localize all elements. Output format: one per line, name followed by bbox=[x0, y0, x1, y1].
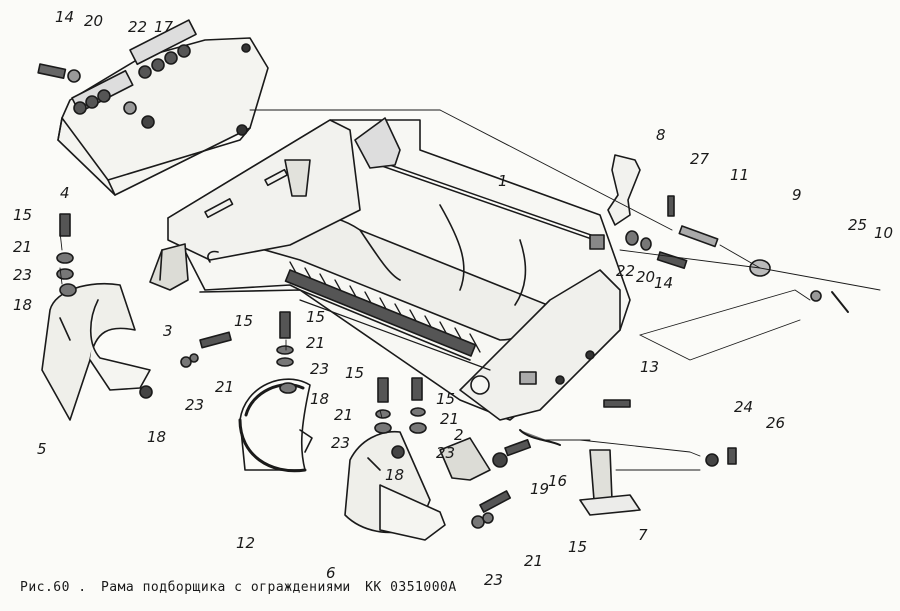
label-21-f: 21 bbox=[524, 552, 543, 570]
label-21-a: 21 bbox=[13, 238, 32, 256]
bracket-2 bbox=[439, 437, 491, 481]
label-21-b: 21 bbox=[215, 378, 234, 396]
label-20-a: 20 bbox=[84, 12, 103, 30]
label-20-b: 20 bbox=[636, 268, 655, 286]
label-3: 3 bbox=[163, 322, 173, 340]
label-21-e: 21 bbox=[440, 410, 459, 428]
cotter-10 bbox=[810, 290, 849, 313]
frame-hook bbox=[207, 250, 219, 263]
label-27: 27 bbox=[690, 150, 710, 168]
cover-guard-4 bbox=[57, 19, 269, 196]
label-14-a: 14 bbox=[55, 8, 74, 26]
label-13: 13 bbox=[640, 358, 659, 376]
label-18-b: 18 bbox=[147, 428, 166, 446]
label-17: 17 bbox=[154, 18, 174, 36]
figure-code: КК 0351000А bbox=[365, 580, 457, 595]
label-14-b: 14 bbox=[654, 274, 673, 292]
figure-caption: Рис.60 . Рама подборщика с ограждениями … bbox=[20, 580, 463, 595]
label-18-a: 18 bbox=[13, 296, 32, 314]
label-21-c: 21 bbox=[306, 334, 325, 352]
label-1: 1 bbox=[498, 172, 508, 190]
bolt-14-upper bbox=[37, 63, 155, 129]
stand-7 bbox=[579, 449, 641, 516]
label-15-c: 15 bbox=[306, 308, 325, 326]
label-16: 16 bbox=[548, 472, 567, 490]
band-12 bbox=[238, 378, 313, 473]
guard-5 bbox=[41, 282, 151, 421]
label-7: 7 bbox=[638, 526, 648, 544]
label-12: 12 bbox=[236, 534, 255, 552]
label-18-c: 18 bbox=[310, 390, 329, 408]
bracket-8 bbox=[607, 154, 641, 226]
label-22-a: 22 bbox=[128, 18, 147, 36]
label-25: 25 bbox=[848, 216, 867, 234]
label-15-a: 15 bbox=[13, 206, 32, 224]
label-24: 24 bbox=[734, 398, 753, 416]
label-2: 2 bbox=[454, 426, 464, 444]
bracket-3 bbox=[149, 243, 189, 291]
leader-lines bbox=[59, 109, 881, 471]
label-23-b: 23 bbox=[185, 396, 204, 414]
label-18-d: 18 bbox=[385, 466, 404, 484]
label-23-f: 23 bbox=[484, 571, 503, 589]
figure-number: Рис.60 . bbox=[20, 580, 87, 595]
pin-11 bbox=[678, 225, 719, 248]
label-22-b: 22 bbox=[616, 262, 635, 280]
frame-lower-bar bbox=[199, 289, 471, 361]
label-6: 6 bbox=[326, 564, 336, 582]
label-23-a: 23 bbox=[13, 266, 32, 284]
label-8: 8 bbox=[656, 126, 666, 144]
label-21-d: 21 bbox=[334, 406, 353, 424]
main-frame-1 bbox=[167, 117, 631, 421]
label-4: 4 bbox=[60, 184, 70, 202]
label-11: 11 bbox=[730, 166, 749, 184]
part-labels: 14 20 22 17 4 15 21 23 18 3 15 21 23 5 1… bbox=[13, 8, 893, 589]
label-23-e: 23 bbox=[436, 444, 455, 462]
guard-6 bbox=[344, 430, 446, 541]
label-26: 26 bbox=[766, 414, 785, 432]
label-19: 19 bbox=[530, 480, 549, 498]
label-15-f: 15 bbox=[568, 538, 587, 556]
label-15-d: 15 bbox=[345, 364, 364, 382]
label-10: 10 bbox=[874, 224, 893, 242]
label-5: 5 bbox=[37, 440, 47, 458]
label-15-b: 15 bbox=[234, 312, 253, 330]
label-23-c: 23 bbox=[310, 360, 329, 378]
figure-title: Рама подборщика с ограждениями bbox=[100, 580, 351, 595]
label-9: 9 bbox=[792, 186, 802, 204]
label-23-d: 23 bbox=[331, 434, 350, 452]
label-15-e: 15 bbox=[436, 390, 455, 408]
